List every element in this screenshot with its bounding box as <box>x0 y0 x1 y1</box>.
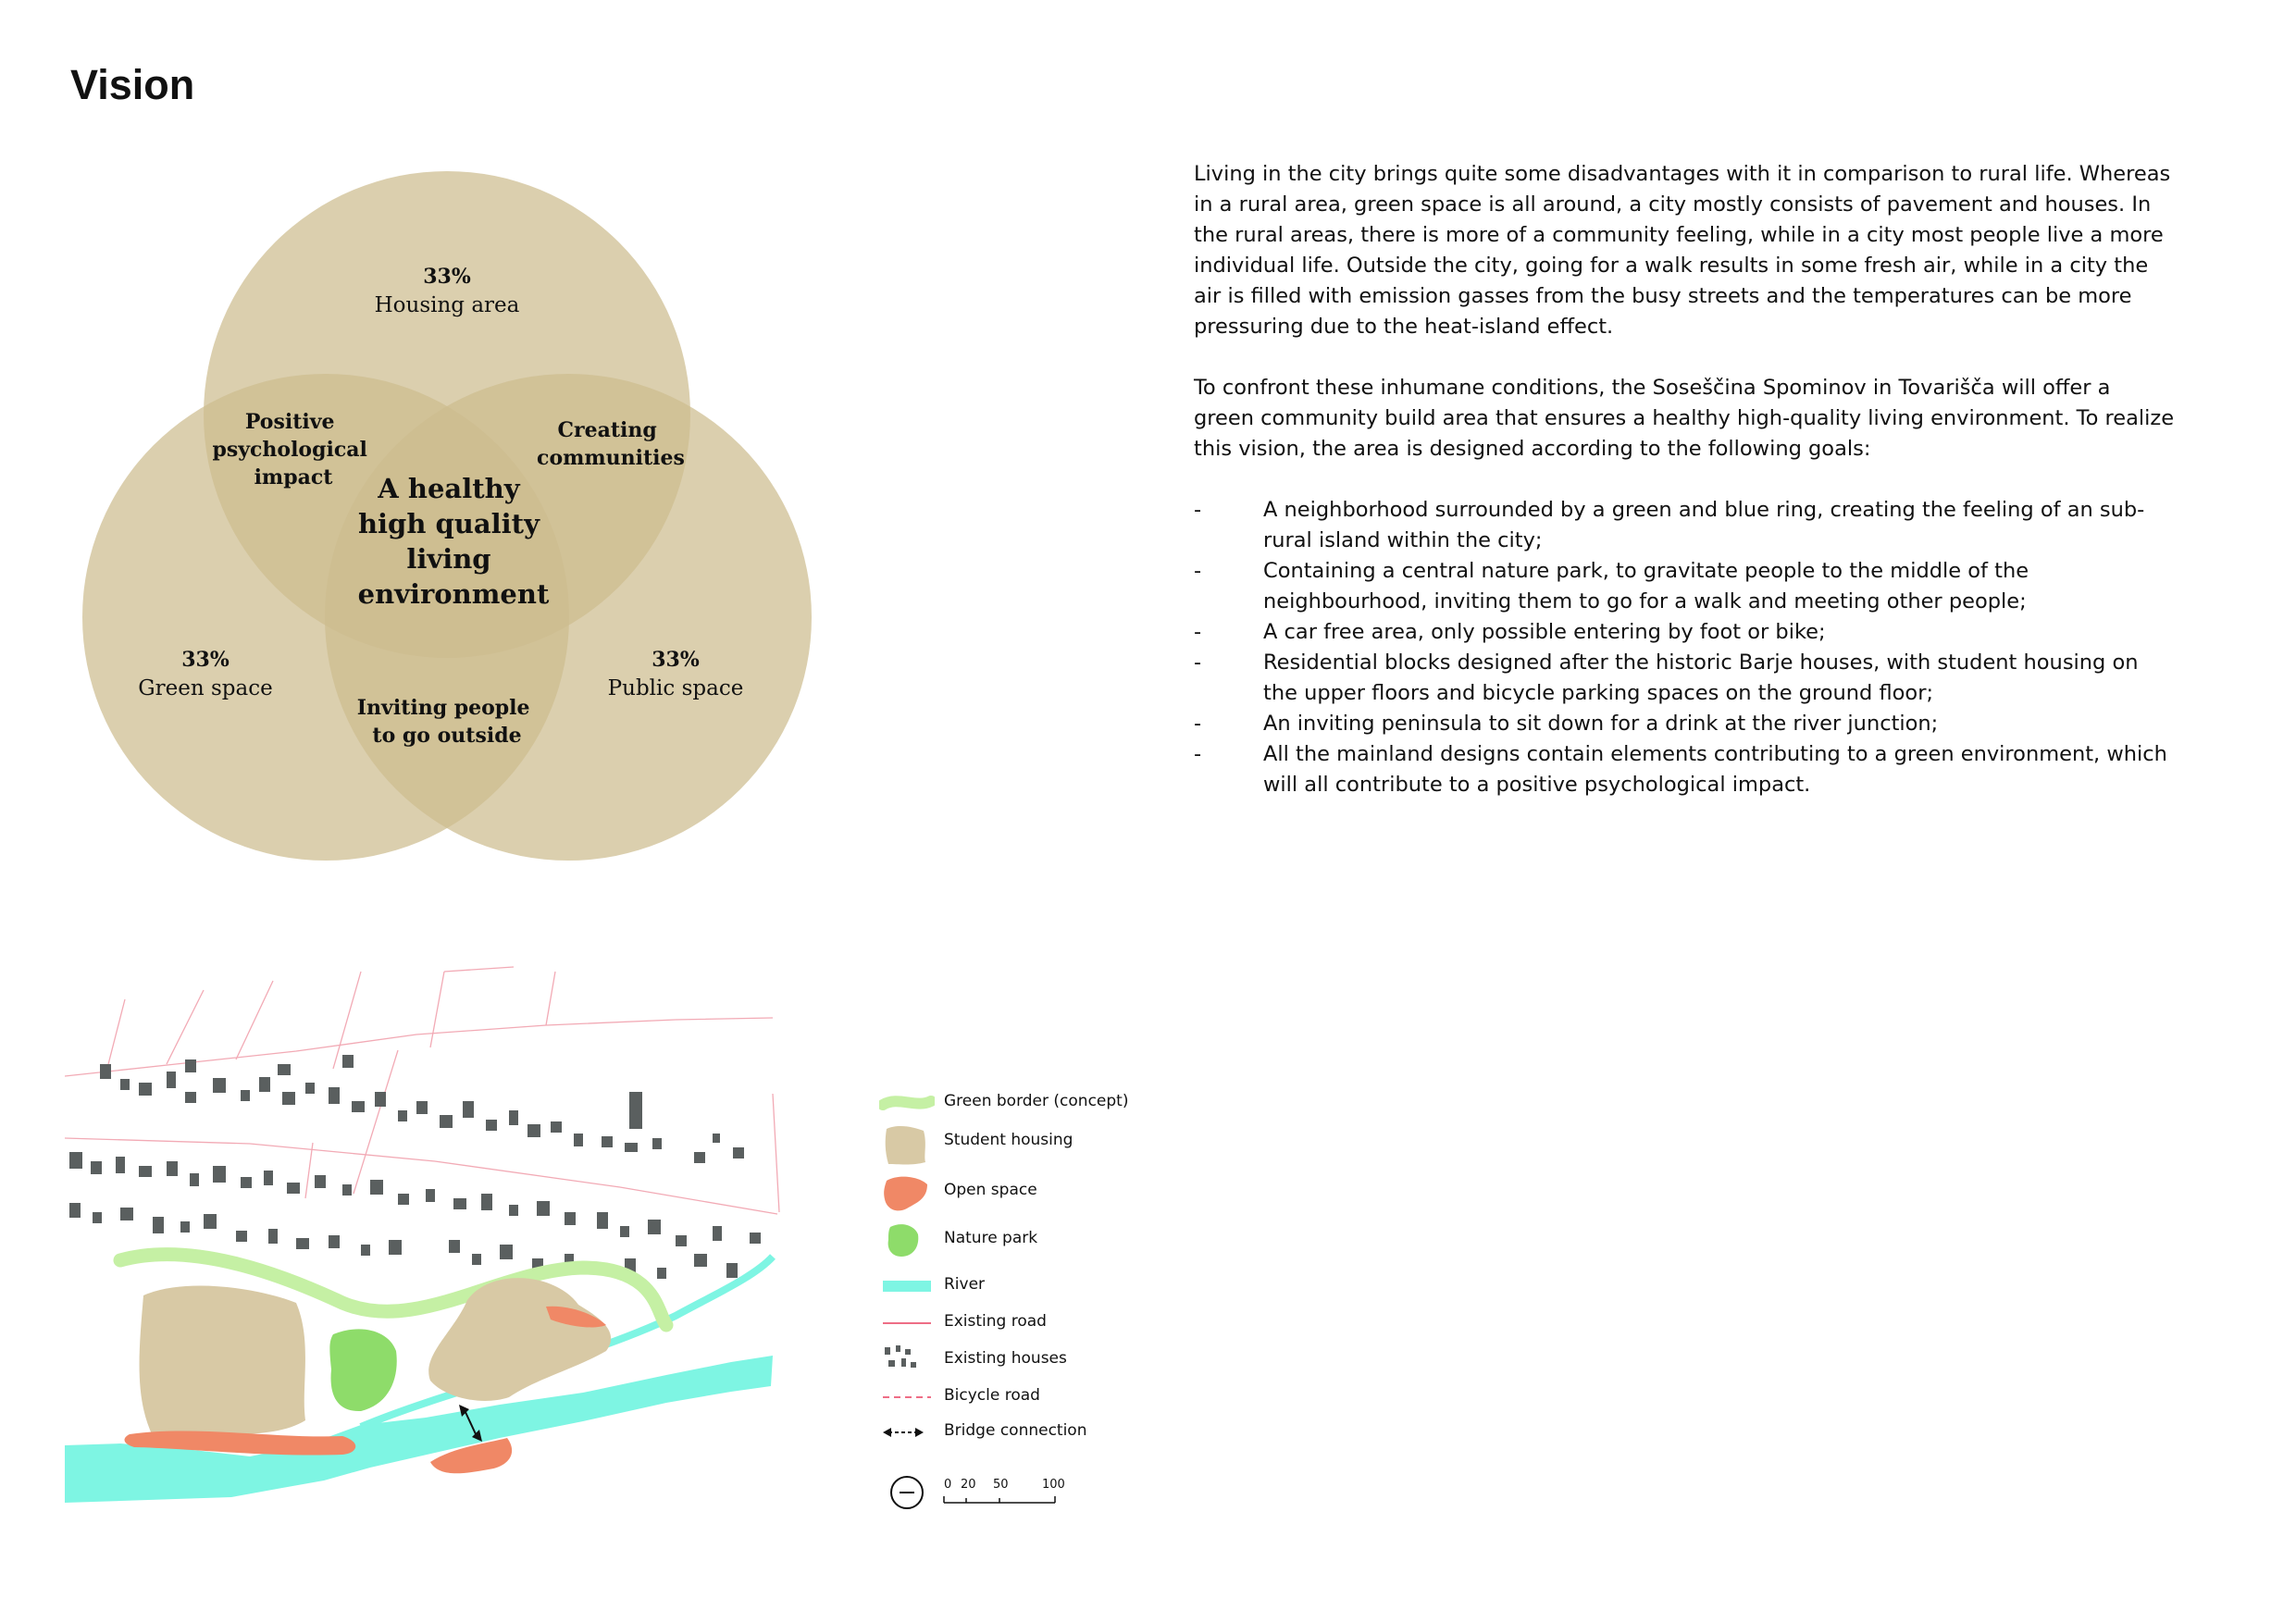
housing-label: Housing area <box>375 293 520 317</box>
svg-text:Public space: Public space <box>608 676 744 700</box>
north-arrow-icon <box>890 1476 924 1509</box>
overlap-housing-green: Positive psychological impact <box>212 410 374 489</box>
site-map <box>65 966 780 1503</box>
student-housing-swatch <box>885 1125 925 1165</box>
goals-list: -A neighborhood surrounded by a green an… <box>1194 495 2175 800</box>
svg-text:33%: 33% <box>423 265 471 289</box>
goal-item: -An inviting peninsula to sit down for a… <box>1194 712 1939 736</box>
venn-center-label: A healthy high quality living environmen… <box>358 473 550 610</box>
goals-intro-paragraph: To confront these inhumane conditions, t… <box>1194 376 2175 461</box>
bicycle-dashed-line <box>883 1396 931 1398</box>
open-space-peninsula <box>430 1438 513 1474</box>
venn-diagram: 33% Housing area 33% Green space 33% Pub… <box>82 171 812 861</box>
existing-roads <box>65 966 780 1215</box>
green-percent: 33% <box>181 648 230 672</box>
public-label: Public space <box>608 676 744 700</box>
open-space-swatch <box>884 1176 927 1211</box>
green-border-swatch <box>879 1096 935 1110</box>
svg-text:33%: 33% <box>652 648 700 672</box>
goal-item: -All the mainland designs contain elemen… <box>1194 742 2167 797</box>
open-space-river-strip <box>124 1431 356 1456</box>
student-housing-west <box>139 1285 305 1436</box>
existing-houses <box>69 1055 761 1279</box>
goal-item: -Containing a central nature park, to gr… <box>1194 559 2029 613</box>
river-branch <box>359 1254 776 1431</box>
housing-percent: 33% <box>423 265 471 289</box>
green-border <box>113 1247 674 1332</box>
bridge-connection <box>464 1409 478 1437</box>
overlap-green-public: Inviting people to go outside <box>357 696 537 748</box>
river-swatch <box>883 1281 931 1292</box>
open-space-north <box>546 1306 606 1328</box>
vision-text: Living in the city brings quite some dis… <box>1194 159 2175 800</box>
venn-circle-public <box>325 374 812 861</box>
goal-item: -Residential blocks designed after the h… <box>1194 650 2139 705</box>
nature-park-swatch <box>887 1224 919 1257</box>
bridge-arrow-head <box>459 1405 482 1442</box>
overlap-housing-public: Creating communities <box>537 418 685 470</box>
goal-item: -A neighborhood surrounded by a green an… <box>1194 498 2145 552</box>
svg-text:Housing area: Housing area <box>375 293 520 317</box>
double-arrow-icon <box>883 1428 924 1437</box>
svg-text:33%: 33% <box>181 648 230 672</box>
intro-paragraph: Living in the city brings quite some dis… <box>1194 162 2171 339</box>
road-line <box>883 1322 931 1324</box>
houses-swatch <box>885 1345 916 1368</box>
svg-text:Green space: Green space <box>138 676 272 700</box>
public-percent: 33% <box>652 648 700 672</box>
green-label: Green space <box>138 676 272 700</box>
river <box>65 1356 773 1503</box>
nature-park <box>329 1329 397 1412</box>
page-title: Vision <box>70 61 195 108</box>
scale-bar <box>890 1476 1056 1509</box>
goal-item: -A car free area, only possible entering… <box>1194 620 1826 644</box>
